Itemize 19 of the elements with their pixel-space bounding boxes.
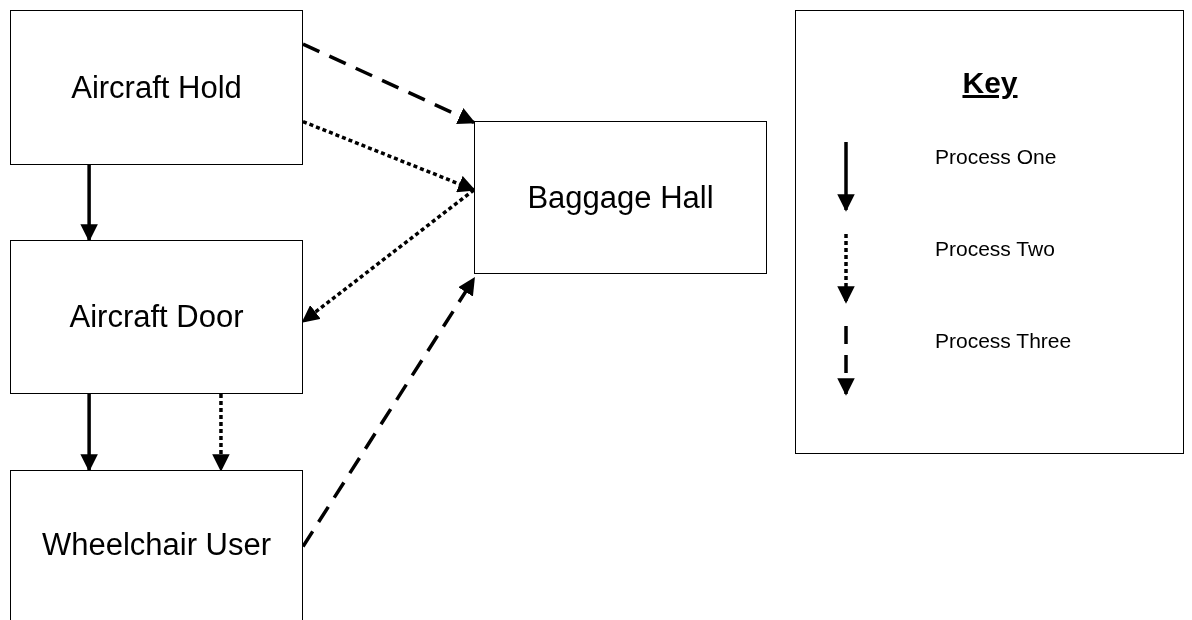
process-box xyxy=(10,240,303,394)
arrow xyxy=(301,277,476,548)
legend-label: Process Two xyxy=(935,236,1055,262)
process-box xyxy=(10,10,303,165)
node-label: Baggage Hall xyxy=(527,178,714,217)
arrow xyxy=(212,394,230,472)
arrow xyxy=(302,119,476,193)
arrow xyxy=(80,165,98,242)
node-label: Aircraft Door xyxy=(69,298,244,337)
node-label: Aircraft Hold xyxy=(71,68,242,107)
process-box xyxy=(10,470,303,620)
arrow xyxy=(301,188,476,323)
arrow xyxy=(80,394,98,472)
arrow xyxy=(302,42,476,125)
node-label: Wheelchair User xyxy=(41,526,272,565)
legend-label: Process One xyxy=(935,144,1057,170)
process-box xyxy=(474,121,767,274)
legend-label: Process Three xyxy=(935,328,1072,354)
key-title: Key xyxy=(961,65,1019,101)
